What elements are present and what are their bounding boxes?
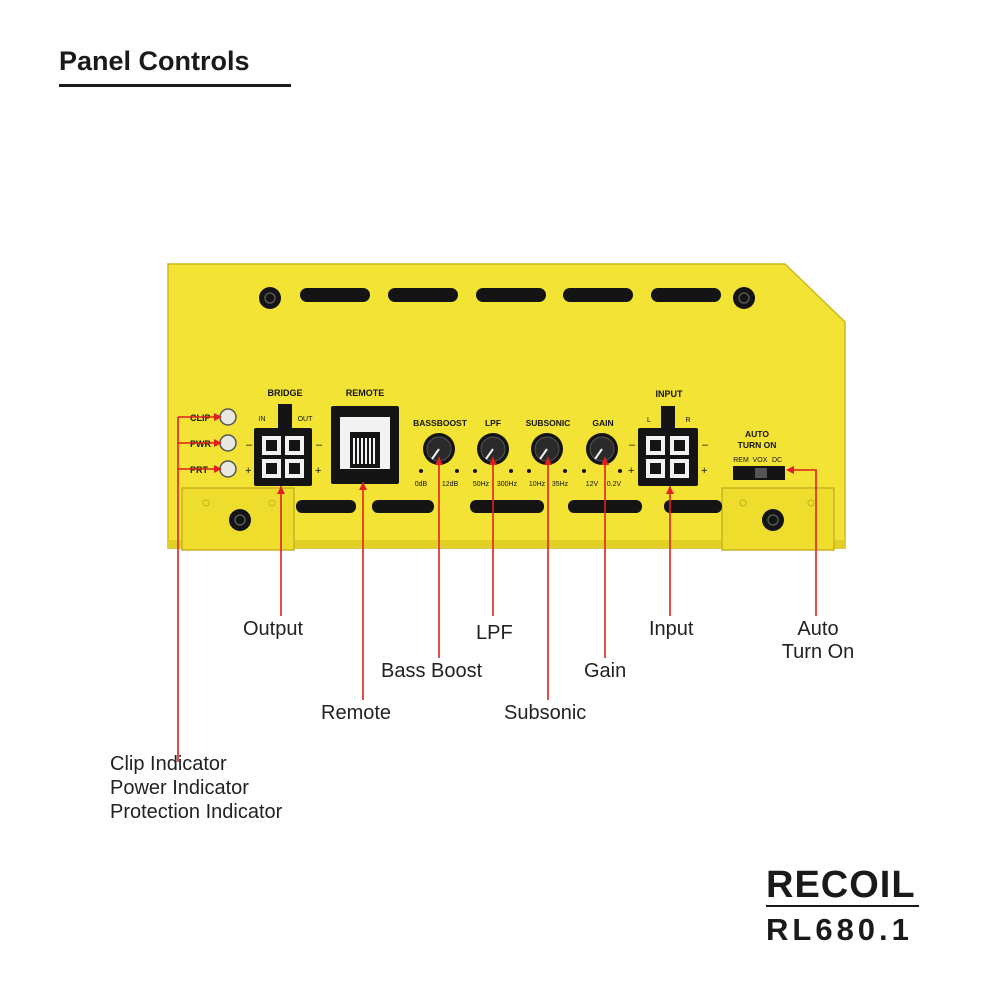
panel-text: +	[245, 465, 251, 477]
callout-clip-indicator: Clip Indicator	[110, 753, 227, 775]
callout-subsonic: Subsonic	[504, 702, 587, 724]
panel-text: +	[315, 465, 321, 477]
panel-text: 12V	[586, 481, 599, 488]
panel-text: –	[702, 439, 709, 451]
panel-text: DC	[772, 457, 782, 464]
panel-text: IN	[259, 416, 266, 423]
callout-lpf: LPF	[476, 622, 513, 644]
callout-gain: Gain	[584, 660, 627, 682]
auto-label: AUTO	[745, 429, 769, 439]
turn-on-label: TURN ON	[738, 440, 777, 450]
panel-text: –	[316, 439, 323, 451]
model-number: RL680.1	[766, 912, 913, 947]
panel-text: L	[647, 417, 651, 424]
panel-text: 0.2V	[607, 481, 622, 488]
callout-power-indicator: Power Indicator	[110, 777, 249, 799]
prt-led-label: PRT	[190, 465, 209, 475]
panel-text: VOX	[753, 457, 768, 464]
panel-text: +	[628, 465, 634, 477]
panel-text: 35Hz	[552, 481, 569, 488]
callout-auto-turn-on: Auto Turn On	[770, 618, 866, 664]
clip-led-label: CLIP	[190, 413, 211, 423]
bass-boost-knob	[423, 433, 455, 465]
panel-text: OUT	[298, 416, 314, 423]
output-connector	[254, 428, 312, 486]
bassboost-label: BASSBOOST	[413, 418, 468, 428]
title-underline	[59, 84, 291, 87]
callout-input: Input	[649, 618, 694, 640]
bridge-label: BRIDGE	[267, 388, 302, 398]
page-title: Panel Controls	[59, 46, 250, 76]
remote-port	[331, 406, 399, 484]
gain-label: GAIN	[592, 418, 613, 428]
lpf-knob	[477, 433, 509, 465]
panel-text: R	[685, 417, 690, 424]
panel-text: –	[246, 439, 253, 451]
indicator-leds	[219, 408, 237, 478]
panel-text: REM	[733, 457, 749, 464]
callout-arrowheads	[214, 413, 794, 494]
panel-text: 10Hz	[529, 481, 546, 488]
panel-text: –	[629, 439, 636, 451]
lpf-label: LPF	[485, 418, 501, 428]
input-label: INPUT	[656, 389, 684, 399]
callout-indicators: Clip Indicator Power Indicator Protectio…	[110, 752, 282, 824]
callout-output: Output	[243, 618, 304, 640]
callout-auto-line1: Auto	[797, 618, 839, 640]
callout-bass-boost: Bass Boost	[381, 660, 483, 682]
brand-logo: RECOIL	[766, 864, 916, 906]
bridge-switch	[278, 404, 292, 428]
auto-turn-on-switch	[733, 466, 785, 480]
input-switch	[661, 406, 675, 428]
subsonic-label: SUBSONIC	[526, 418, 571, 428]
screw-icon	[229, 287, 784, 531]
callout-remote: Remote	[321, 702, 392, 724]
gain-knob	[586, 433, 618, 465]
remote-label: REMOTE	[346, 388, 385, 398]
panel-text: 12dB	[442, 481, 459, 488]
panel-text: +	[701, 465, 707, 477]
callout-protection-indicator: Protection Indicator	[110, 801, 283, 823]
vent-slots-top	[300, 288, 721, 302]
callout-lines	[177, 416, 817, 762]
panel-text: 0dB	[415, 481, 428, 488]
brand-divider	[766, 905, 919, 907]
knob-scale-dots	[419, 469, 622, 473]
pwr-led-label: PWR	[190, 439, 211, 449]
panel-text: 300Hz	[497, 481, 518, 488]
callout-auto-line2: Turn On	[781, 641, 855, 663]
chassis-bottom-edge	[168, 540, 845, 548]
input-connector	[638, 428, 698, 486]
panel-text: 50Hz	[473, 481, 490, 488]
